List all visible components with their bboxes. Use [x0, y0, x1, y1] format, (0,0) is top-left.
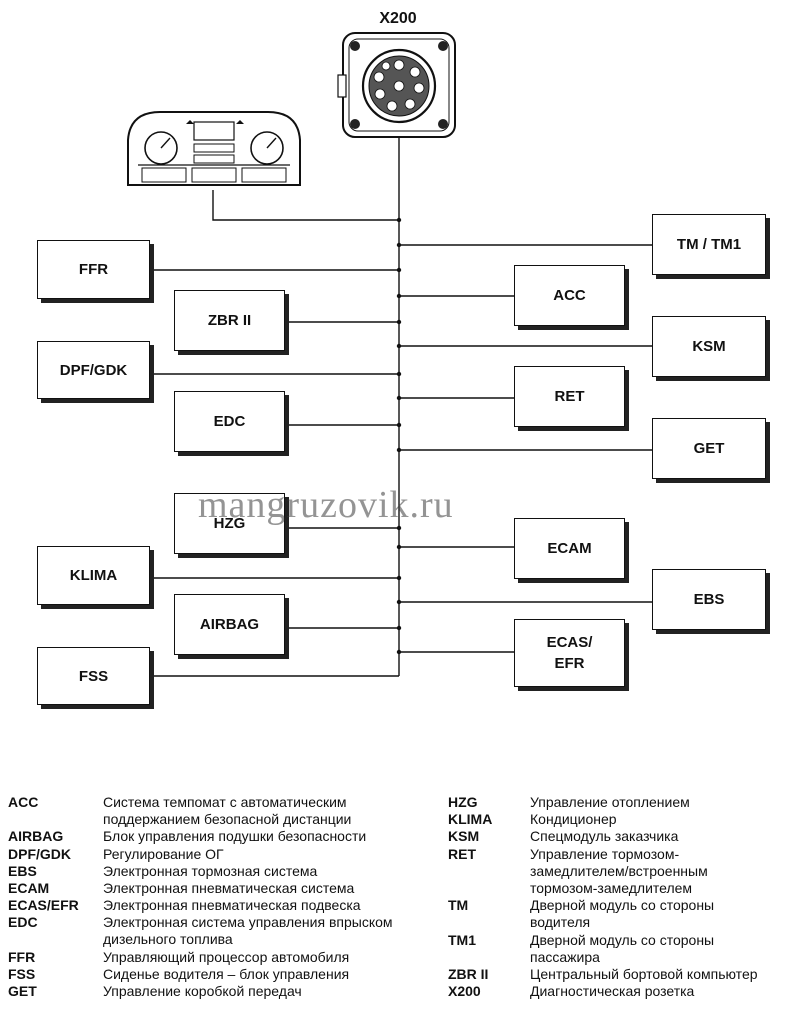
legend-description: Регулирование ОГ: [103, 845, 224, 862]
legend-description: Диагностическая розетка: [530, 983, 695, 1000]
block-ffr: FFR: [37, 240, 150, 299]
legend-abbreviation: KLIMA: [448, 811, 493, 828]
legend-abbreviation: FFR: [8, 948, 36, 965]
block-ecam: ECAM: [514, 518, 625, 579]
legend-description: Управляющий процессор автомобиля: [103, 948, 350, 965]
legend-description: Сиденье водителя – блок управления: [103, 966, 350, 982]
legend-abbreviation: X200: [448, 983, 481, 1000]
legend-abbreviation: GET: [8, 983, 37, 1000]
legend-description: Спецмодуль заказчика: [530, 828, 679, 845]
legend-description: Электронная система управления впрыском …: [103, 914, 393, 948]
legend: ACC Система темпомат с автоматическим под…: [0, 790, 794, 1010]
legend-abbreviation: EDC: [8, 914, 38, 931]
legend-abbreviation: KSM: [448, 828, 480, 845]
legend-abbreviation: ZBR II: [448, 966, 489, 982]
can-bus-diagram: X200 FFR ZBR II DPF/GDK EDC HZG KLIMA AI…: [37, 10, 766, 705]
block-get: GET: [652, 418, 766, 479]
legend-abbreviation: ECAM: [8, 880, 50, 896]
legend-abbreviation: HZG: [448, 794, 478, 810]
block-ebs: EBS: [652, 569, 766, 630]
legend-description: Кондиционер: [530, 811, 617, 828]
legend-abbreviation: FSS: [8, 966, 36, 982]
block-ret: RET: [514, 366, 625, 427]
legend-description: Электронная пневматическая подвеска: [103, 897, 361, 914]
legend-description: Блок управления подушки безопасности: [103, 828, 367, 845]
block-zbr: ZBR II: [174, 290, 285, 351]
block-hzg: HZG: [174, 493, 285, 554]
legend-abbreviation: RET: [448, 845, 476, 862]
legend-description: Дверной модуль со стороны водителя: [530, 897, 715, 931]
legend-description: Электронная тормозная система: [103, 862, 318, 879]
legend-description: Дверной модуль со стороны пассажира: [530, 931, 715, 965]
block-tm: TM / TM1: [652, 214, 766, 275]
legend-abbreviation: ACC: [8, 794, 39, 810]
block-edc: EDC: [174, 391, 285, 452]
block-fss: FSS: [37, 647, 150, 705]
legend-abbreviation: EBS: [8, 862, 37, 879]
legend-abbreviation: AIRBAG: [8, 828, 64, 845]
block-airbag: AIRBAG: [174, 594, 285, 655]
legend-abbreviation: TM: [448, 897, 469, 914]
block-ecas: ECAS/ EFR: [514, 619, 625, 687]
instrument-cluster-icon: [127, 111, 301, 186]
legend-description: Управление тормозом- замедлителем/встрое…: [530, 845, 708, 896]
block-klima: KLIMA: [37, 546, 150, 605]
legend-description: Управление коробкой передач: [103, 983, 302, 1000]
legend-description: Центральный бортовой компьютер: [530, 966, 758, 982]
legend-description: Система темпомат с автоматическим поддер…: [103, 794, 352, 827]
watermark: mangruzovik.ru: [198, 484, 454, 526]
legend-description: Управление отоплением: [530, 794, 690, 810]
block-dpf: DPF/GDK: [37, 341, 150, 399]
connector-label: X200: [379, 10, 417, 27]
block-ksm: KSM: [652, 316, 766, 377]
legend-abbreviation: ECAS/EFR: [8, 897, 79, 914]
bus-wiring: [127, 32, 652, 677]
legend-abbreviation: TM1: [448, 931, 476, 948]
block-acc: ACC: [514, 265, 625, 326]
legend-description: Электронная пневматическая система: [103, 880, 355, 896]
legend-abbreviation: DPF/GDK: [8, 845, 71, 862]
diagnostic-connector-icon: [337, 32, 456, 138]
